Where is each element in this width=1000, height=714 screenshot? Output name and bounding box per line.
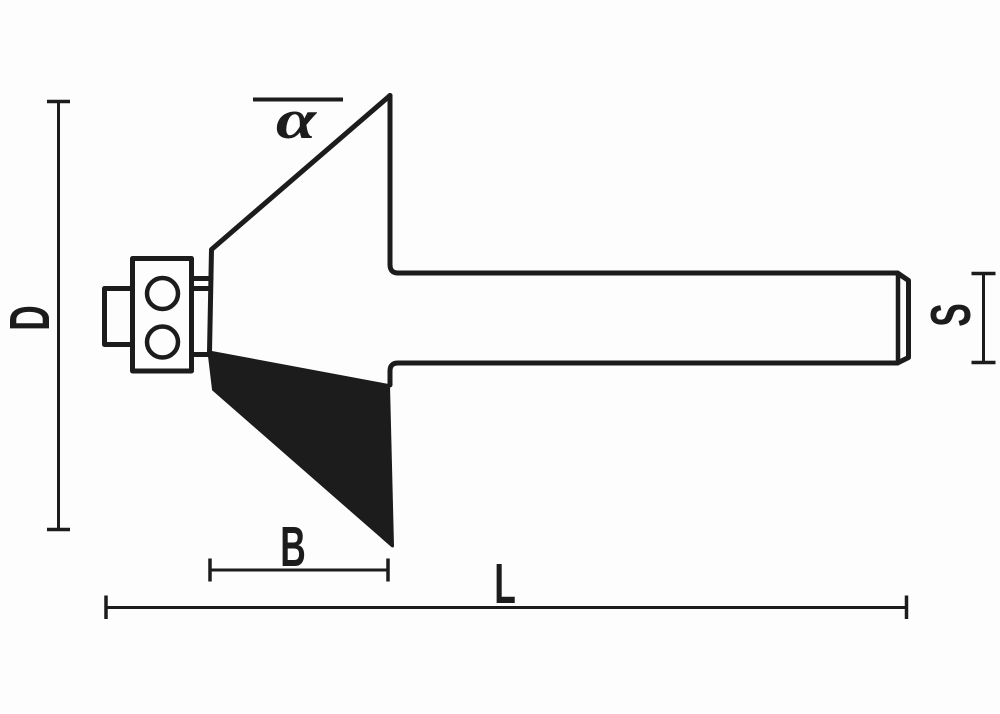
bearing-screw-head [102, 286, 136, 347]
shank-diameter-label: S [919, 303, 983, 327]
cutter-body-outline [188, 93, 911, 388]
overall-length-label: L [494, 553, 516, 617]
bearing-ball-bottom [144, 324, 181, 360]
shank-bottom-edge [387, 360, 900, 388]
diameter-label: D [0, 305, 62, 331]
cone-right-edge-and-shank-top [387, 93, 900, 276]
cutting-length-label: B [280, 516, 306, 580]
guide-bearing-assembly [102, 256, 194, 374]
cutting-flute [207, 350, 394, 548]
dimension-cutting-length: B [208, 516, 390, 582]
angle-annotation: α [253, 89, 343, 151]
dimension-shank: S [919, 271, 996, 365]
bearing-ball-top [144, 275, 181, 312]
bearing-outer-ring [130, 256, 194, 374]
cone-left-edge [207, 93, 393, 355]
dimension-diameter: D [0, 99, 70, 532]
shank-end-chamfer-outline [895, 270, 911, 366]
angle-label: α [276, 89, 317, 151]
dimension-overall-length: L [104, 553, 909, 619]
